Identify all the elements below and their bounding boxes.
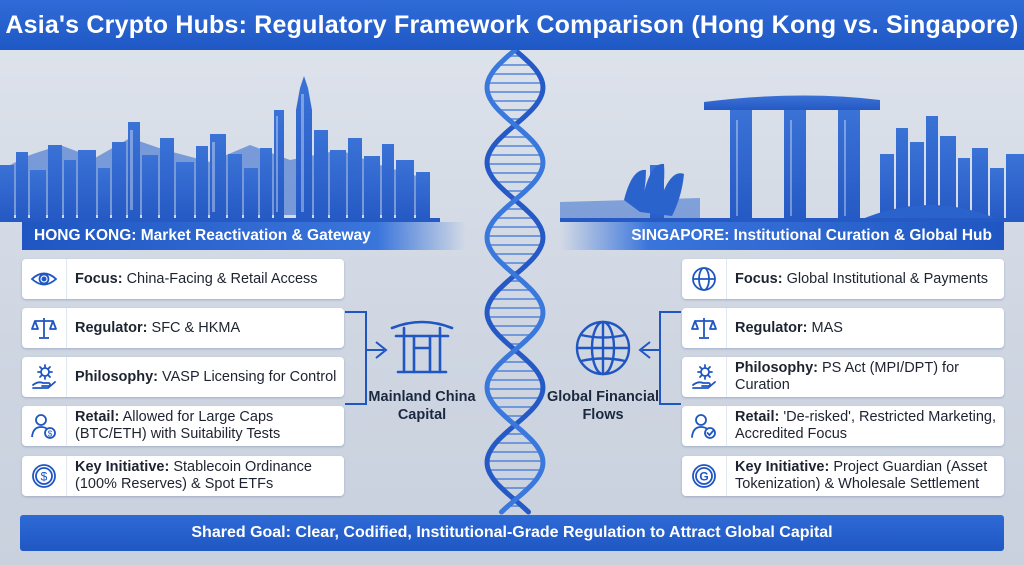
globe-icon [682, 259, 727, 299]
sg-regulator-card: Regulator: MAS [682, 308, 1004, 348]
shared-goal-banner: Shared Goal: Clear, Codified, Institutio… [20, 515, 1004, 551]
svg-text:$: $ [48, 430, 53, 439]
hk-regulator-card: Regulator: SFC & HKMA [22, 308, 344, 348]
user-check-icon [682, 406, 727, 446]
scales-icon [22, 308, 67, 348]
svg-text:$: $ [41, 470, 48, 484]
singapore-header: SINGAPORE: Institutional Curation & Glob… [560, 222, 1004, 250]
dollar-coin-icon: $ [22, 456, 67, 496]
sg-retail-card: Retail: 'De-risked', Restricted Marketin… [682, 406, 1004, 446]
eye-icon [22, 259, 67, 299]
illustration-canvas [0, 50, 1024, 515]
hong-kong-header: HONG KONG: Market Reactivation & Gateway [22, 222, 466, 250]
gear-hand-icon [22, 357, 67, 397]
sg-philosophy-card: Philosophy: PS Act (MPI/DPT) for Curatio… [682, 357, 1004, 397]
hk-philosophy-card: Philosophy: VASP Licensing for Control [22, 357, 344, 397]
sg-focus-card: Focus: Global Institutional & Payments [682, 259, 1004, 299]
arrow-icon [638, 311, 681, 405]
title-bar: Asia's Crypto Hubs: Regulatory Framework… [0, 0, 1024, 50]
arrow-icon [345, 311, 388, 405]
dna-helix-decoration [484, 50, 546, 515]
helix-strand [484, 50, 546, 515]
hong-kong-skyline [0, 76, 440, 222]
user-coin-icon: $ [22, 406, 67, 446]
page-title: Asia's Crypto Hubs: Regulatory Framework… [5, 10, 1019, 39]
g-coin-icon: G [682, 456, 727, 496]
gate-icon [390, 320, 454, 374]
globe-icon [575, 320, 631, 376]
hk-focus-card: Focus: China-Facing & Retail Access [22, 259, 344, 299]
gear-hand-icon [682, 357, 727, 397]
singapore-skyline [560, 95, 1024, 222]
hk-hub-label: Mainland China Capital [368, 389, 476, 423]
sg-hub-label: Global Financial Flows [547, 389, 659, 423]
hk-key-initiative-card: $ Key Initiative: Stablecoin Ordinance (… [22, 456, 344, 496]
helix-strand [484, 50, 546, 515]
sg-key-initiative-card: G Key Initiative: Project Guardian (Asse… [682, 456, 1004, 496]
scales-icon [682, 308, 727, 348]
svg-text:G: G [699, 470, 708, 484]
hk-retail-card: $ Retail: Allowed for Large Caps (BTC/ET… [22, 406, 344, 446]
